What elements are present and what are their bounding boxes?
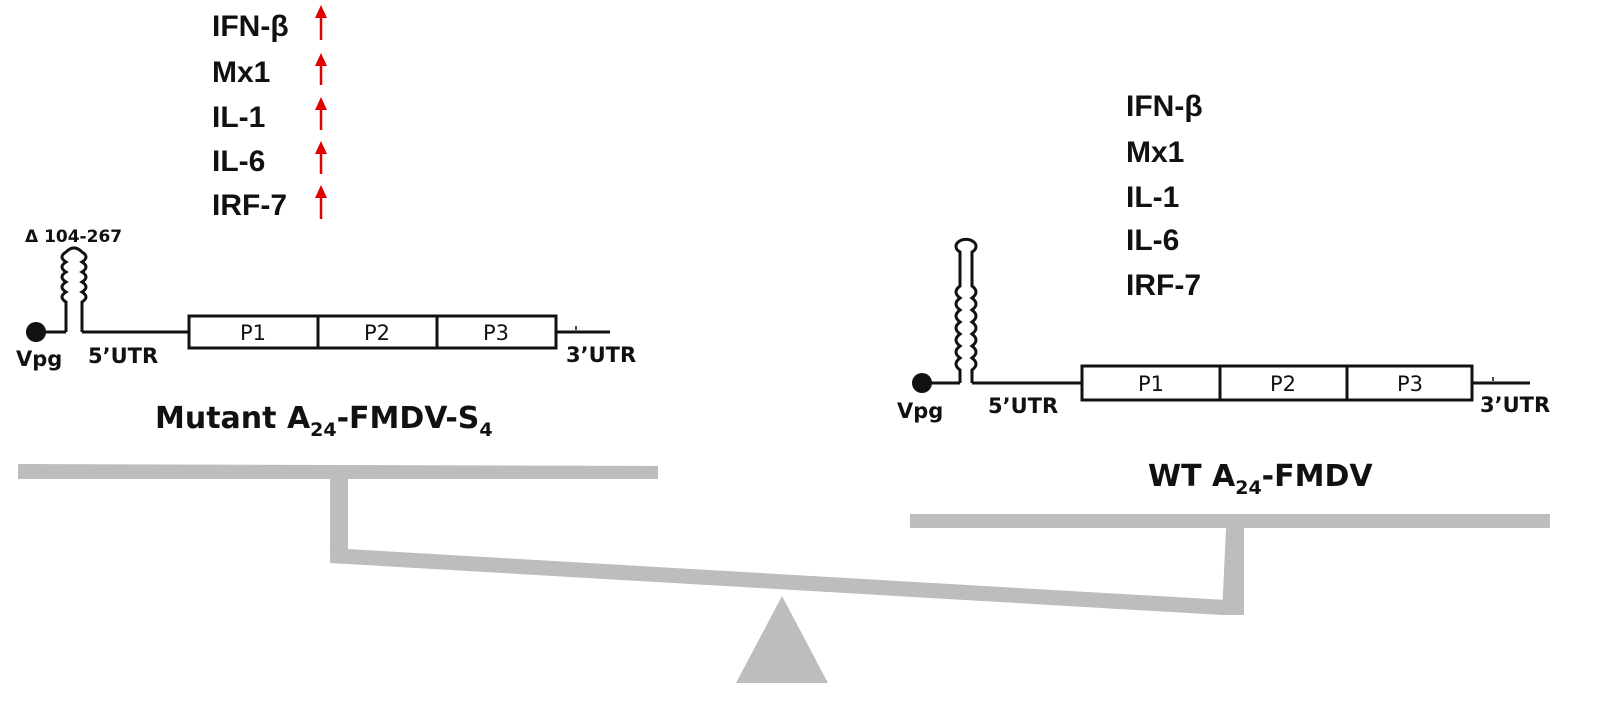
vpg-dot-icon (26, 322, 46, 342)
wt-3utr-label: 3’UTR (1480, 393, 1550, 417)
balance-scale (18, 464, 1550, 683)
wt-gene-irf7: IRF-7 (1126, 269, 1201, 302)
truncated-stem-loop (60, 246, 88, 332)
mutant-segment-p3: P3 (483, 321, 509, 345)
up-arrow-icon (315, 185, 327, 219)
mutant-gene-il6: IL-6 (212, 145, 265, 178)
wt-segment-p1: P1 (1138, 372, 1164, 396)
wt-vpg-label: Vpg (897, 399, 943, 423)
right-pan-support (1222, 528, 1244, 615)
upregulation-arrows (315, 5, 327, 219)
mutant-gene-mx1: Mx1 (212, 56, 270, 89)
wt-gene-ifn-beta: IFN-β (1126, 90, 1203, 123)
left-pan-support (330, 479, 348, 553)
left-pan (18, 464, 658, 479)
up-arrow-icon (315, 5, 327, 40)
full-stem-loop (954, 237, 978, 383)
mutant-gene-irf7: IRF-7 (212, 189, 287, 222)
polyprotein-box (1080, 364, 1474, 402)
up-arrow-icon (315, 141, 327, 174)
wt-segment-p2: P2 (1270, 372, 1296, 396)
mutant-vpg-label: Vpg (16, 347, 62, 371)
wt-gene-mx1: Mx1 (1126, 136, 1184, 169)
mutant-gene-il1: IL-1 (212, 101, 265, 134)
mutant-gene-ifn-beta: IFN-β (212, 10, 289, 43)
wt-genome (923, 237, 1530, 402)
mutant-genome (36, 246, 610, 350)
up-arrow-icon (315, 97, 327, 130)
mutant-5utr-label: 5’UTR (88, 344, 158, 368)
polyprotein-box (187, 314, 558, 350)
mutant-segment-p1: P1 (240, 321, 266, 345)
deletion-label: Δ 104-267 (25, 227, 122, 247)
mutant-segment-p2: P2 (364, 321, 390, 345)
wt-gene-il6: IL-6 (1126, 224, 1179, 257)
balance-beam (330, 548, 1226, 615)
vpg-dot-icon (912, 373, 932, 393)
wt-gene-il1: IL-1 (1126, 181, 1179, 214)
up-arrow-icon (315, 53, 327, 85)
mutant-title: Mutant A24-FMDV-S4 (155, 401, 493, 441)
mutant-gene-list: IFN-β Mx1 IL-1 IL-6 IRF-7 (212, 10, 289, 222)
wt-gene-list: IFN-β Mx1 IL-1 IL-6 IRF-7 (1126, 90, 1203, 302)
wt-5utr-label: 5’UTR (988, 394, 1058, 418)
fulcrum-triangle (736, 596, 828, 683)
wt-title: WT A24-FMDV (1148, 459, 1373, 499)
wt-segment-p3: P3 (1397, 372, 1423, 396)
right-pan (910, 514, 1550, 528)
mutant-3utr-label: 3’UTR (566, 343, 636, 367)
